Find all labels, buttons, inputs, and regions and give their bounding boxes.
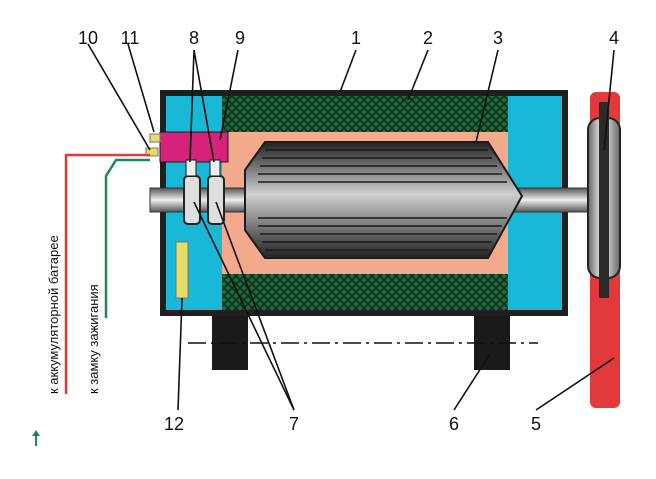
callout-6: 6 — [449, 414, 459, 434]
callout-10: 10 — [78, 28, 98, 48]
leader-lines — [87, 43, 615, 411]
terminal-10 — [145, 147, 159, 157]
callout-12: 12 — [164, 414, 184, 434]
brush-2 — [209, 159, 221, 177]
terminal-block — [175, 241, 189, 299]
callout-9: 9 — [235, 28, 245, 48]
slip-ring-1 — [183, 175, 201, 225]
ignition-wire — [104, 158, 150, 318]
callout-2: 2 — [423, 28, 433, 48]
stator-winding-top — [222, 96, 508, 132]
mount-foot-left — [212, 314, 248, 370]
battery-wire — [64, 153, 150, 394]
brush-holder — [159, 131, 229, 163]
callout-4: 4 — [609, 28, 619, 48]
ignition-wire-label: к замку зажигания — [86, 284, 101, 394]
pulley-groove — [599, 102, 609, 298]
callout-11: 11 — [121, 28, 140, 48]
callout-1: 1 — [351, 28, 361, 48]
brush-1 — [185, 159, 197, 177]
callout-5: 5 — [531, 414, 541, 434]
terminal-11 — [149, 133, 161, 143]
callout-3: 3 — [493, 28, 503, 48]
battery-wire-label: к аккумуляторной батарее — [46, 235, 61, 394]
rotor — [244, 141, 524, 259]
callout-8: 8 — [189, 28, 199, 48]
small-marker-arrow — [32, 430, 40, 436]
callout-7: 7 — [289, 414, 299, 434]
mount-foot-right — [474, 314, 510, 370]
stator-winding-bottom — [222, 274, 508, 310]
